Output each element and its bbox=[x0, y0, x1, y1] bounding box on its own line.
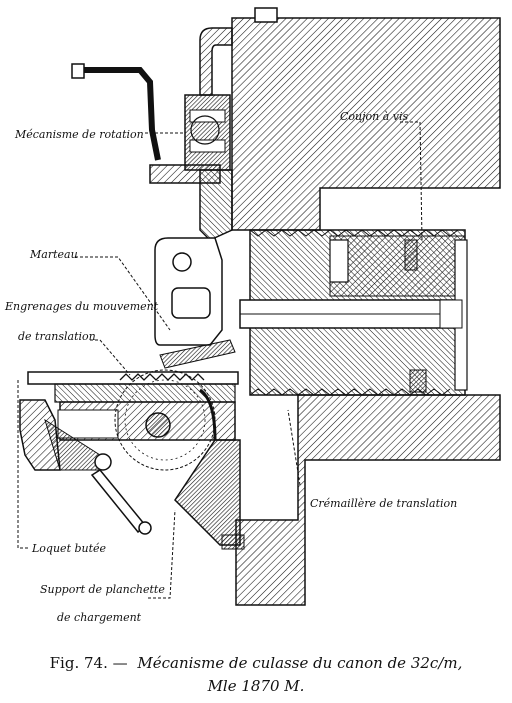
plank-support bbox=[174, 388, 245, 550]
figure-caption: Fig. 74. — Mécanisme de culasse du canon… bbox=[50, 654, 463, 695]
hammer-plate bbox=[154, 237, 236, 369]
label-translation: de translation bbox=[18, 330, 96, 343]
leader-lines bbox=[17, 121, 423, 599]
label-marteau: Marteau bbox=[29, 248, 78, 261]
label-loquet: Loquet butée bbox=[31, 542, 107, 555]
label-rotation-mechanism: Mécanisme de rotation bbox=[14, 128, 144, 141]
breech-screw bbox=[239, 229, 468, 396]
label-support: Support de planchette bbox=[40, 583, 165, 596]
latch-stop bbox=[19, 399, 152, 535]
label-coujon: Coujon à vis bbox=[340, 110, 409, 123]
svg-text:Fig. 74. — Mécanisme de: Fig. 74. — Mécanisme de culasse du canon… bbox=[50, 654, 463, 672]
caption-model: Mle 1870 M. bbox=[207, 677, 305, 695]
gun-body bbox=[231, 7, 501, 606]
label-engrenages: Engrenages du mouvement bbox=[4, 300, 159, 313]
caption-prefix: Fig. 74. — bbox=[50, 654, 128, 672]
caption-title: Mécanisme de culasse du canon de 32c/m, bbox=[136, 654, 462, 672]
loading-tray bbox=[27, 369, 239, 471]
label-cremaillere: Crémaillère de translation bbox=[310, 497, 457, 510]
rotation-mechanism bbox=[71, 27, 233, 241]
label-chargement: de chargement bbox=[57, 611, 142, 624]
